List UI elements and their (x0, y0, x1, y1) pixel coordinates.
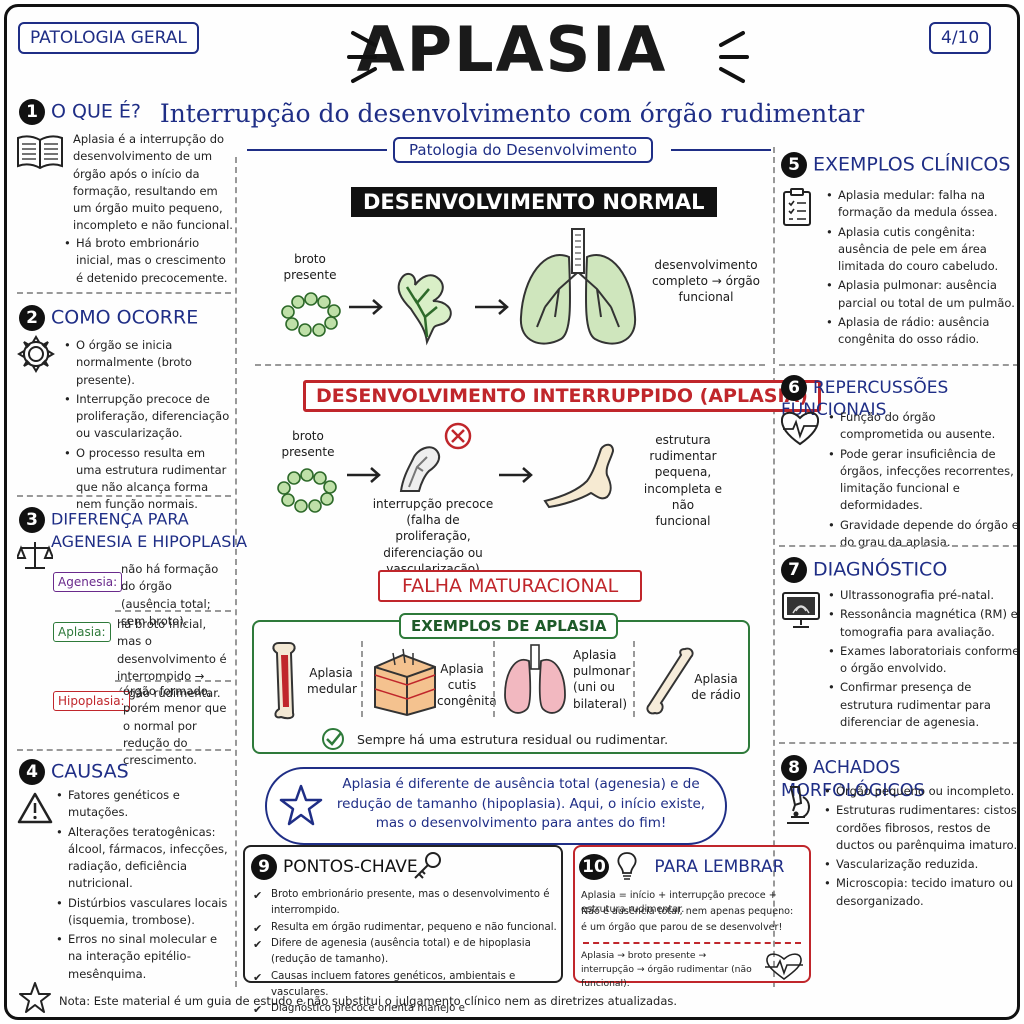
aplasia-label: Aplasia: (53, 622, 111, 642)
section-5-bullets: Aplasia medular: falha na formação da me… (825, 187, 1017, 350)
page-counter: 4/10 (929, 22, 992, 54)
stunted-bud-icon (399, 446, 441, 492)
hipoplasia-text: órgão formado, porém menor que o normal … (123, 684, 227, 767)
clipboard-icon (783, 188, 811, 226)
skin-layers-icon (374, 648, 436, 717)
normal-result-label: desenvolvimento completo → órgão funcion… (651, 258, 761, 305)
arrow-icon (475, 299, 509, 315)
rudimentary-structure-icon (543, 443, 615, 509)
section-10-title: 10 PARA LEMBRAR (579, 854, 784, 880)
bud-cells-icon (281, 292, 341, 337)
section-6-bullets: Função do órgão comprometida ou ausente.… (827, 409, 1017, 553)
example-4-label: Aplasia de rádio (691, 672, 741, 703)
radius-bone-icon (646, 647, 694, 715)
lungs-icon (519, 228, 637, 345)
star-icon (19, 982, 51, 1013)
examples-note: Sempre há uma estrutura residual ou rudi… (357, 732, 669, 747)
cloud-text: Aplasia é diferente de ausência total (a… (336, 776, 706, 832)
example-3-label: Aplasia pulmonar (uni ou bilateral) (573, 648, 631, 711)
lightbulb-icon (617, 852, 637, 880)
interrupted-bud-label: broto presente (281, 429, 335, 460)
ultrasound-monitor-icon (782, 592, 820, 628)
maturational-failure-banner: FALHA MATURACIONAL (378, 570, 643, 602)
interrupted-development-banner: DESENVOLVIMENTO INTERRUPPIDO (APLASIA) (303, 380, 821, 412)
scale-icon (17, 542, 53, 569)
agenesia-label: Agenesia: (53, 572, 123, 592)
remember-flow: Aplasia → broto presente → interrupção →… (581, 950, 752, 989)
footer-note: Nota: Este material é um guia de estudo … (59, 994, 678, 1008)
x-circle-icon (444, 422, 472, 450)
section-tag: Patologia do Desenvolvimento (393, 137, 654, 163)
remember-box (573, 845, 811, 983)
highlight-cloud (265, 767, 727, 845)
interruption-label: interrupção precoce (falha de proliferaç… (372, 497, 494, 576)
star-icon (279, 784, 323, 826)
aplasia-text: há broto inicial, mas o desenvolvimento … (117, 617, 227, 700)
study-sheet: PATOLOGIA GERAL 4/10 APLASIA Interrupção… (4, 4, 1020, 1020)
section-4-bullets: Fatores genéticos e mutações. Alterações… (55, 787, 233, 985)
section-1-bullets: Há broto embrionário inicial, mas o cres… (63, 235, 233, 289)
page-title: APLASIA (356, 13, 668, 86)
key-icon (414, 852, 441, 879)
emphasis-lines-right-icon (719, 31, 749, 83)
bone-marrow-icon (272, 642, 296, 720)
arrow-icon (349, 299, 383, 315)
examples-title: EXEMPLOS DE APLASIA (399, 613, 619, 639)
branching-bud-icon (397, 272, 452, 346)
check-icon (322, 728, 344, 750)
lungs-icon (504, 644, 566, 714)
emphasis-lines-left-icon (347, 31, 377, 83)
heart-pulse-icon (780, 411, 820, 446)
category-tag: PATOLOGIA GERAL (18, 22, 199, 54)
normal-development-banner: DESENVOLVIMENTO NORMAL (351, 187, 717, 217)
section-7-bullets: Ultrassonografia pré-natal. Ressonância … (827, 587, 1017, 733)
bud-cells-icon (277, 468, 337, 513)
example-2-label: Aplasia cutis congênita (437, 662, 497, 709)
arrow-icon (347, 467, 381, 483)
remember-text-3: é um órgão que parou de se desenvolver! (581, 922, 783, 933)
agenesia-text: não há formação do órgão (ausência total… (121, 562, 219, 628)
page-subtitle: Interrupção do desenvolvimento com órgão… (159, 99, 865, 128)
remember-text-1: Aplasia = início + interrupção precoce +… (581, 890, 777, 916)
example-1-label: Aplasia medular (307, 666, 357, 697)
hipoplasia-label: Hipoplasia: (53, 691, 130, 711)
interrupted-result-label: estrutura rudimentar pequena, incompleta… (643, 433, 723, 528)
arrow-icon (499, 467, 533, 483)
section-1-text: Aplasia é a interrupção do desenvolvimen… (73, 132, 233, 233)
book-icon (17, 135, 63, 170)
normal-bud-label: broto presente (283, 252, 337, 283)
warning-icon (17, 792, 53, 824)
section-2-bullets: O órgão se inicia normalmente (broto pre… (63, 337, 233, 516)
section-9-list: Broto embrionário presente, mas o desenv… (253, 887, 559, 1017)
remember-text-2: Não é ausência total, nem apenas pequeno… (581, 906, 794, 917)
microscope-icon (787, 786, 810, 824)
section-8-bullets: Órgão pequeno ou incompleto. Estruturas … (823, 783, 1017, 912)
gear-icon (17, 335, 55, 373)
heart-pulse-icon (765, 953, 803, 980)
